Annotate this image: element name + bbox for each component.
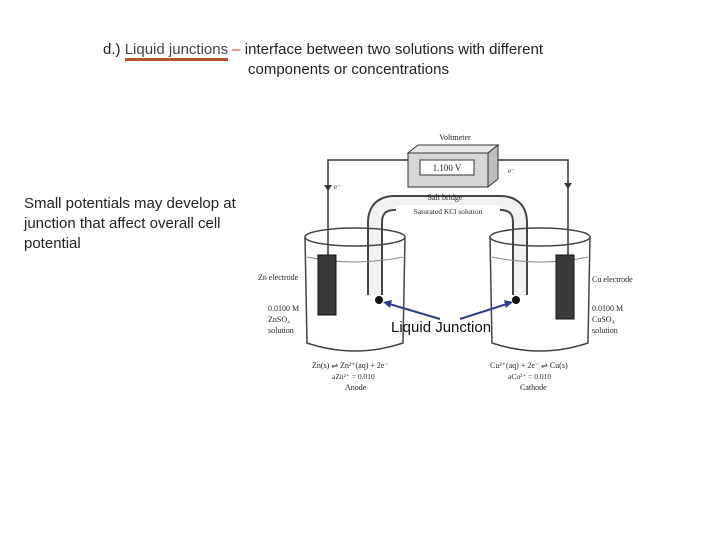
left-solution-surface bbox=[306, 256, 404, 263]
left-concentration: 0.0100 M bbox=[268, 304, 299, 313]
cathode-label: Cathode bbox=[520, 383, 547, 392]
cu-electrode-label: Cu electrode bbox=[592, 275, 633, 284]
heading-term: Liquid junctions bbox=[124, 41, 229, 58]
slide-heading: d.) Liquid junctions – interface between… bbox=[103, 40, 603, 80]
zn-electrode bbox=[317, 254, 337, 316]
right-electron-arrow-icon bbox=[564, 183, 572, 189]
right-salt: CuSO₄ bbox=[592, 315, 615, 324]
left-wire bbox=[327, 159, 408, 270]
junction-arrowhead-right-icon bbox=[504, 300, 513, 308]
salt-bridge-label: Salt bridge bbox=[428, 193, 463, 202]
cathode-reaction: Cu²⁺(aq) + 2e⁻ ⇌ Cu(s) bbox=[490, 361, 568, 370]
junction-arrow-left bbox=[385, 302, 441, 320]
heading-dash: – bbox=[228, 41, 245, 58]
salt-bridge-label-bg bbox=[396, 205, 500, 217]
voltmeter-display bbox=[419, 159, 475, 176]
cathode-activity: aCu²⁺ = 0.010 bbox=[508, 372, 551, 381]
voltmeter-title: Voltmeter bbox=[439, 133, 471, 142]
galvanic-cell-diagram: Voltmeter 1.100 V e⁻ e⁻ Salt bridge Satu… bbox=[258, 133, 633, 392]
anode-label: Anode bbox=[345, 383, 367, 392]
left-beaker-rim bbox=[304, 227, 406, 247]
heading-line2: components or concentrations bbox=[248, 61, 449, 78]
right-porous-plug bbox=[512, 296, 520, 304]
side-note: Small potentials may develop at junction… bbox=[24, 195, 236, 252]
salt-bridge-inner bbox=[369, 197, 526, 295]
junction-arrow-right bbox=[459, 302, 511, 320]
left-beaker-wall bbox=[304, 236, 406, 352]
voltmeter-side bbox=[487, 143, 499, 189]
heading-prefix: d.) bbox=[103, 41, 125, 58]
right-solution-surface bbox=[491, 256, 589, 263]
left-solution-label: solution bbox=[268, 326, 294, 335]
liquid-junction-callout: Liquid Junction bbox=[391, 319, 492, 336]
right-concentration: 0.0100 M bbox=[592, 304, 623, 313]
left-electron-arrow-icon bbox=[324, 185, 332, 191]
heading-line1: interface between two solutions with dif… bbox=[244, 41, 544, 58]
cu-electrode bbox=[555, 254, 575, 320]
anode-reaction: Zn(s) ⇌ Zn²⁺(aq) + 2e⁻ bbox=[312, 361, 389, 370]
anode-activity: aZn²⁺ = 0.010 bbox=[332, 372, 375, 381]
left-salt: ZnSO₄ bbox=[268, 315, 290, 324]
zn-electrode-label: Zn electrode bbox=[258, 273, 299, 282]
right-beaker-wall bbox=[489, 236, 591, 352]
right-wire bbox=[488, 159, 569, 270]
right-beaker-rim bbox=[489, 227, 591, 247]
voltmeter-top bbox=[406, 144, 500, 154]
electron-label-left: e⁻ bbox=[334, 183, 341, 191]
electron-label-right: e⁻ bbox=[508, 167, 515, 175]
left-porous-plug bbox=[375, 296, 383, 304]
junction-arrowhead-left-icon bbox=[383, 300, 392, 308]
voltmeter-reading: 1.100 V bbox=[433, 163, 462, 173]
salt-bridge-solution-label: Saturated KCl solution bbox=[414, 207, 483, 216]
right-solution-label: solution bbox=[592, 326, 618, 335]
